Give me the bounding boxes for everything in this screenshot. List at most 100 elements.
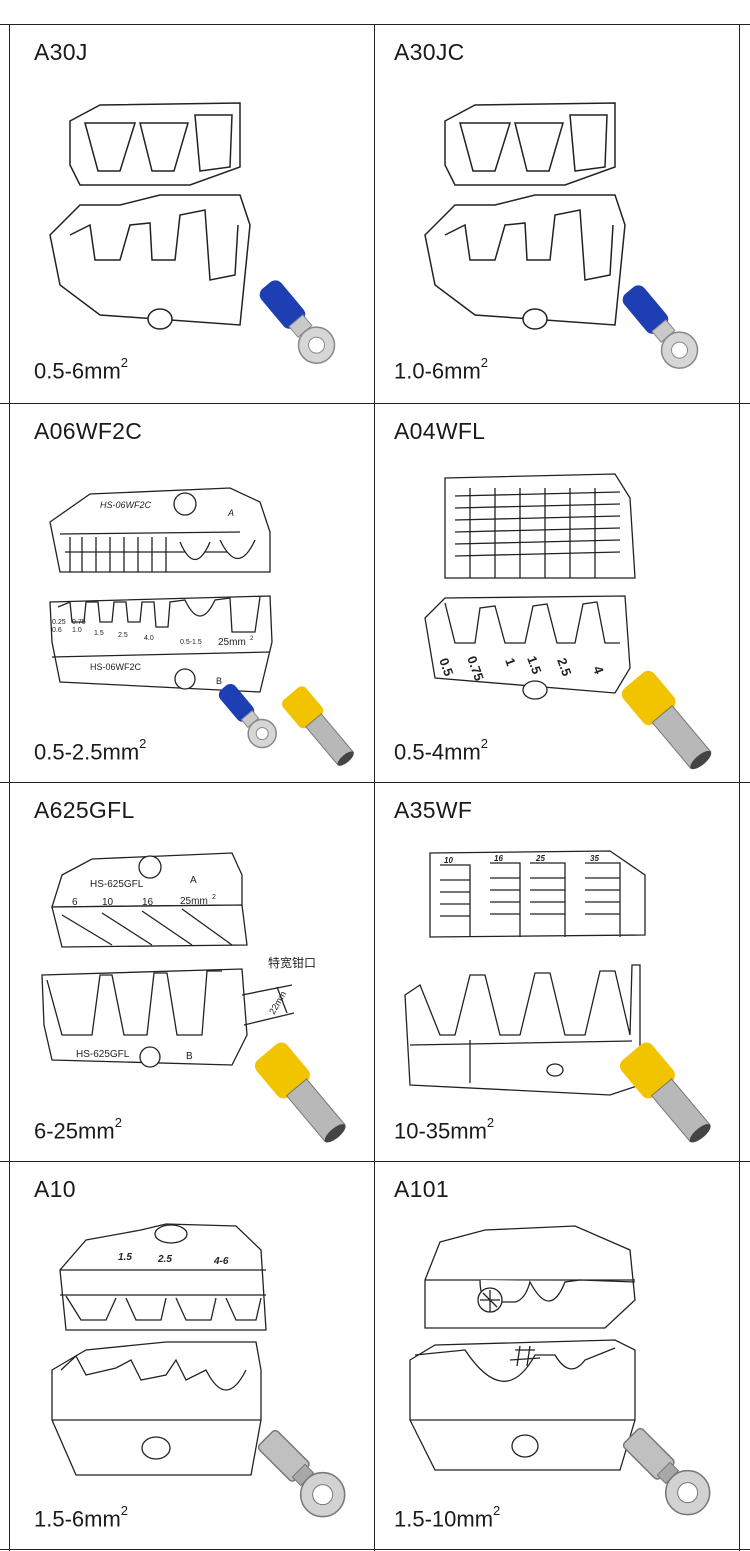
die-size-label: 6 bbox=[72, 897, 78, 908]
die-size-label: 25 bbox=[535, 854, 545, 863]
bare-ring-terminal-icon bbox=[622, 1427, 711, 1516]
die-size-label: 25mm bbox=[218, 637, 246, 648]
wire-range-sup: 2 bbox=[114, 1115, 122, 1130]
wire-range-sup: 2 bbox=[120, 1503, 129, 1518]
die-size-label: 1.5 bbox=[94, 630, 104, 637]
wire-range-sup: 2 bbox=[493, 1503, 501, 1518]
die-size-label: 16 bbox=[494, 854, 503, 863]
wire-range: 1.5-10mm2 bbox=[394, 1503, 501, 1532]
die-size-label: 2.5 bbox=[554, 656, 574, 678]
die-size-label: 16 bbox=[142, 897, 154, 908]
die-size-label: 25mm bbox=[180, 896, 208, 907]
die-illustration bbox=[49, 102, 251, 330]
die-callout-label: 特宽钳口 bbox=[268, 955, 316, 970]
wire-range: 1.5-6mm2 bbox=[34, 1503, 129, 1532]
yellow-ferrule-icon bbox=[254, 1042, 346, 1143]
die-code: A04WFL bbox=[394, 418, 486, 444]
die-size-label: 10 bbox=[102, 897, 114, 908]
die-letter-top: A bbox=[190, 875, 197, 886]
die-card-a101: A101 1.5-10mm2 bbox=[375, 1162, 739, 1549]
die-model-top: HS-625GFL bbox=[90, 879, 144, 890]
wire-range-sup: 2 bbox=[486, 1115, 495, 1130]
die-size-label-sup: 2 bbox=[212, 894, 216, 901]
die-letter-bottom: B bbox=[216, 676, 222, 686]
die-size-label: 1.5 bbox=[118, 1252, 132, 1263]
wire-range: 1.0-6mm2 bbox=[394, 355, 489, 384]
die-model-bottom: HS-06WF2C bbox=[90, 662, 142, 672]
die-size-label: 1.5 bbox=[524, 654, 544, 676]
die-card-a30jc: A30JC 1.0-6mm2 bbox=[375, 25, 739, 403]
wire-range-value: 1.5-6mm bbox=[34, 1506, 121, 1532]
die-model-bottom: HS-625GFL bbox=[76, 1049, 130, 1060]
grid-line-bottom bbox=[0, 1549, 750, 1550]
die-size-label: 10 bbox=[444, 856, 453, 865]
die-card-a10: A10 1.5 2.5 4-6 1.5-6mm2 bbox=[10, 1162, 374, 1549]
yellow-ferrule-icon bbox=[619, 1042, 711, 1143]
wire-range: 0.5-6mm2 bbox=[34, 355, 129, 384]
wire-range-value: 6-25mm bbox=[34, 1118, 115, 1144]
grid-line-mid bbox=[374, 24, 375, 1551]
wire-range-value: 0.5-2.5mm bbox=[34, 739, 140, 765]
die-size-label: 0.25 bbox=[52, 619, 66, 626]
grid-line-row3 bbox=[0, 1161, 750, 1162]
grid-line-row2 bbox=[0, 782, 750, 783]
wire-range: 6-25mm2 bbox=[34, 1115, 122, 1144]
wire-range: 0.5-4mm2 bbox=[394, 736, 489, 765]
die-card-a35wf: A35WF 10 16 25 35 10-35mm2 bbox=[375, 783, 739, 1161]
wire-range-sup: 2 bbox=[120, 355, 129, 370]
yellow-ferrule-icon bbox=[282, 686, 355, 766]
grid-line-row1 bbox=[0, 403, 750, 404]
die-code: A101 bbox=[394, 1176, 449, 1202]
grid-line-left bbox=[9, 24, 10, 1551]
wire-range: 10-35mm2 bbox=[394, 1115, 495, 1144]
die-size-label: 0.75 bbox=[72, 619, 86, 626]
die-size-label: 2.5 bbox=[157, 1254, 172, 1265]
die-illustration: HS-625GFL A 6 10 16 25mm 2 特宽钳口 22mm HS-… bbox=[41, 852, 316, 1068]
die-width-label: 22mm bbox=[267, 989, 288, 1016]
die-illustration bbox=[409, 1225, 636, 1471]
die-size-label: 4-6 bbox=[213, 1256, 229, 1267]
die-code: A30JC bbox=[394, 39, 465, 65]
die-letter-bottom: B bbox=[186, 1051, 193, 1062]
grid-line-top bbox=[0, 24, 750, 25]
die-size-label-sup: 2 bbox=[250, 636, 254, 642]
wire-range-value: 0.5-6mm bbox=[34, 358, 121, 384]
die-size-label: 4.0 bbox=[144, 635, 154, 642]
die-model-top: HS-06WF2C bbox=[100, 500, 152, 510]
die-size-label: 0.5 bbox=[436, 656, 456, 678]
yellow-ferrule-icon bbox=[621, 670, 712, 770]
die-code: A625GFL bbox=[34, 797, 135, 823]
die-illustration: 0.5 0.75 1 1.5 2.5 4 bbox=[424, 473, 636, 700]
die-card-a06wf2c: A06WF2C HS-06WF2C A 0.25 0.75 0.6 1.0 1.… bbox=[10, 404, 374, 782]
wire-range-sup: 2 bbox=[480, 355, 489, 370]
wire-range-sup: 2 bbox=[480, 736, 489, 751]
die-illustration: 10 16 25 35 bbox=[404, 850, 646, 1096]
wire-range-value: 1.0-6mm bbox=[394, 358, 481, 384]
die-size-label: 1 bbox=[502, 656, 519, 668]
die-size-label: 0.5-1.5 bbox=[180, 639, 202, 646]
die-letter-top: A bbox=[227, 508, 234, 518]
grid-line-right bbox=[739, 24, 740, 1551]
die-illustration: HS-06WF2C A 0.25 0.75 0.6 1.0 1.5 2.5 4.… bbox=[49, 487, 273, 693]
die-code: A35WF bbox=[394, 797, 473, 823]
die-code: A30J bbox=[34, 39, 88, 65]
die-size-label: 2.5 bbox=[118, 632, 128, 639]
die-card-a30j: A30J 0.5-6mm2 bbox=[10, 25, 374, 403]
die-size-label: 1.0 bbox=[72, 627, 82, 634]
die-code: A10 bbox=[34, 1176, 76, 1202]
die-illustration: 1.5 2.5 4-6 bbox=[51, 1223, 267, 1476]
die-code: A06WF2C bbox=[34, 418, 143, 444]
die-size-label: 0.6 bbox=[52, 627, 62, 634]
die-size-label: 35 bbox=[590, 854, 599, 863]
wire-range-value: 0.5-4mm bbox=[394, 739, 481, 765]
blue-ring-terminal-icon bbox=[259, 280, 336, 364]
wire-range: 0.5-2.5mm2 bbox=[34, 736, 146, 765]
blue-ring-terminal-icon bbox=[218, 684, 277, 749]
die-card-a625gfl: A625GFL HS-625GFL A 6 10 16 25mm 2 特宽钳口 … bbox=[10, 783, 374, 1161]
die-card-a04wfl: A04WFL 0.5 0.75 1 1.5 2.5 4 bbox=[375, 404, 739, 782]
blue-ring-terminal-icon bbox=[622, 285, 699, 369]
bare-ring-terminal-icon bbox=[257, 1429, 346, 1518]
die-illustration bbox=[424, 102, 626, 330]
wire-range-value: 10-35mm bbox=[394, 1118, 487, 1144]
